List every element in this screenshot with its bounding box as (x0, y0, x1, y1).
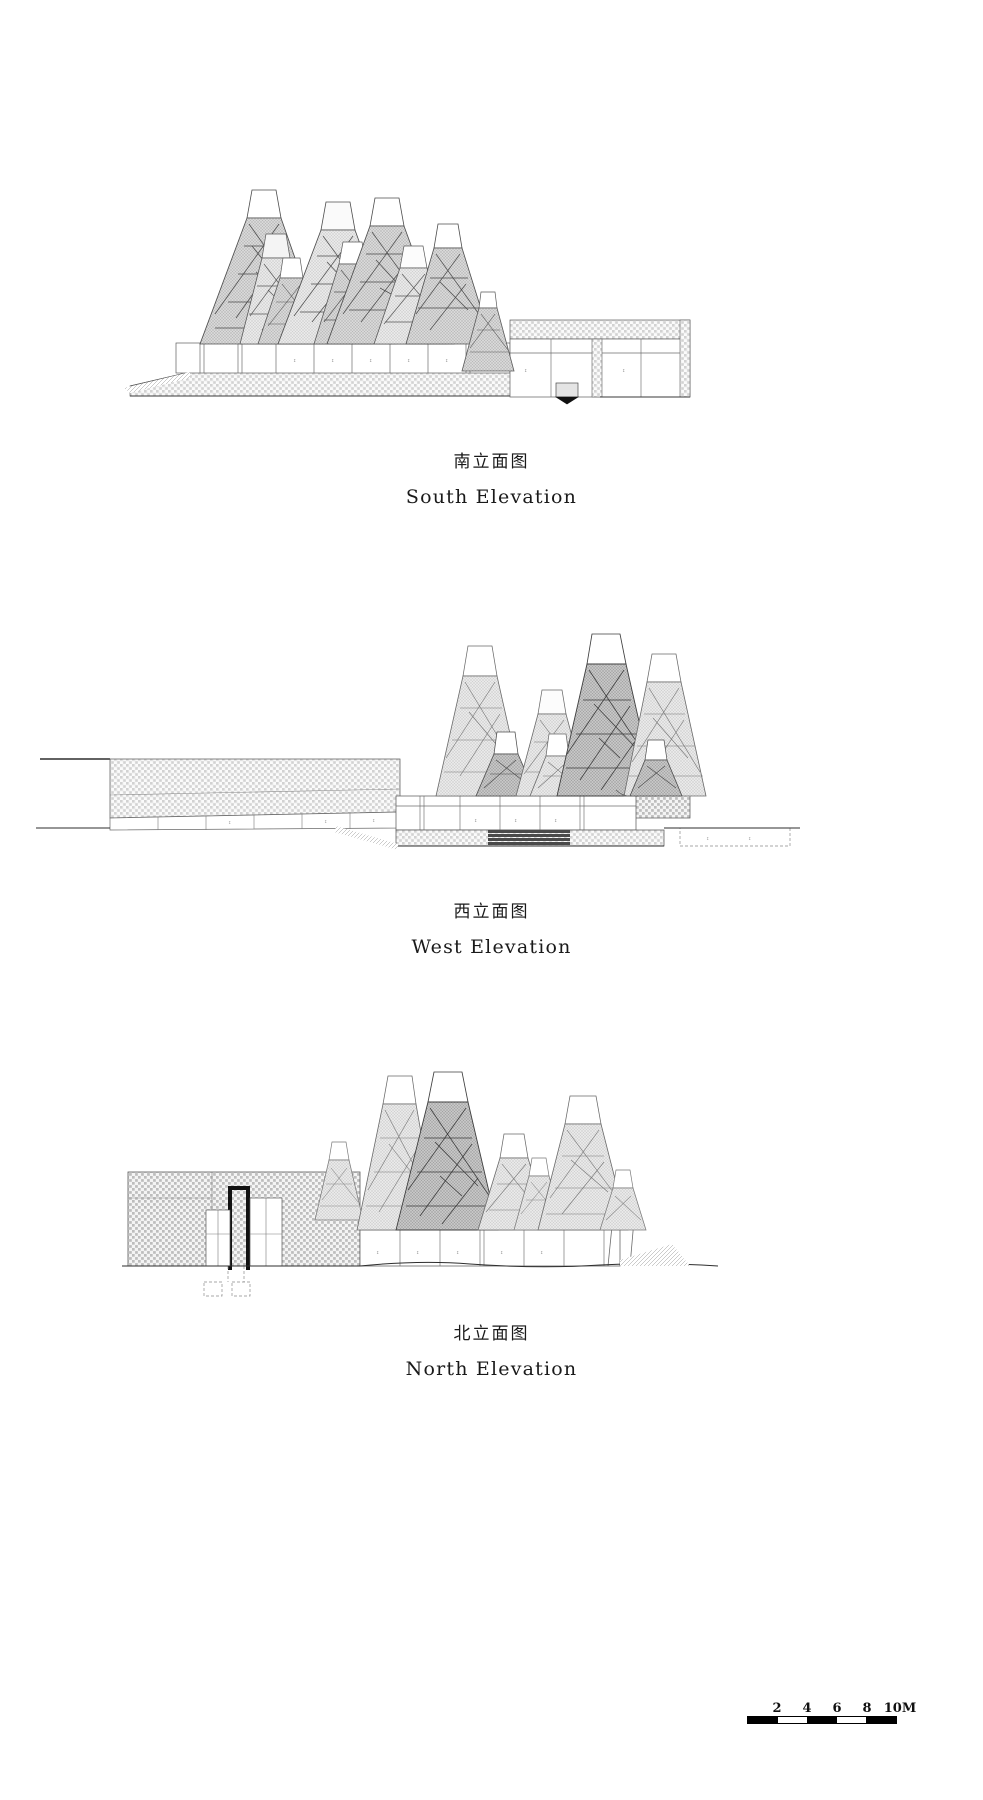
south-right-wing-pier (591, 338, 603, 398)
caption-south: 南立面图 South Elevation (0, 450, 983, 512)
svg-text:↕: ↕ (445, 358, 448, 363)
south-glazed-colonnade (175, 342, 511, 374)
west-ground-hatch (334, 826, 398, 850)
south-entry-canopy (555, 382, 579, 398)
scale-bar-segment-1 (748, 1717, 778, 1723)
cone-north-6 (537, 1095, 629, 1231)
svg-text:↕: ↕ (372, 818, 375, 823)
west-central-hall-glazing (395, 795, 637, 831)
svg-text:↕: ↕ (748, 836, 751, 841)
scale-bar-segment-5 (866, 1717, 896, 1723)
caption-west: 西立面图 West Elevation (0, 900, 983, 962)
west-left-symbols: ↕ ↕ ↕ (228, 818, 375, 825)
scale-bar-segment-2 (777, 1717, 808, 1723)
west-left-masonry-wing (109, 758, 401, 819)
west-left-wing-mullions (157, 813, 351, 830)
south-right-wing-end-pier (679, 319, 691, 398)
svg-text:↕: ↕ (500, 1250, 503, 1255)
north-base-mullions (399, 1230, 605, 1266)
west-cone-skirt (615, 789, 631, 797)
west-right-terrace (679, 827, 791, 847)
svg-text:↕: ↕ (416, 1250, 419, 1255)
svg-text:↕: ↕ (228, 820, 231, 825)
west-cone-cluster (435, 633, 707, 797)
west-entrance-steps (488, 830, 570, 845)
west-left-wing-course-line (109, 788, 401, 796)
scale-tick-10m: 10M (883, 1701, 917, 1716)
south-right-wing-mullions (510, 339, 680, 397)
north-glazed-base (359, 1229, 621, 1267)
south-door-symbols: ↕ ↕ ↕ ↕ ↕ (293, 358, 448, 363)
south-colonnade-mullions (199, 343, 471, 373)
cone-north-3 (395, 1071, 499, 1231)
caption-north-en: North Elevation (405, 1357, 578, 1380)
elevation-block-north: ↕ ↕ ↕ ↕ ↕ (0, 1050, 983, 1380)
scale-bar-segment-4 (836, 1717, 867, 1723)
svg-text:↕: ↕ (622, 368, 625, 373)
west-elevation-drawing: ↕↕↕ (0, 620, 983, 890)
scale-bar-graphic (747, 1716, 897, 1724)
svg-text:↕: ↕ (293, 358, 296, 363)
svg-text:↕: ↕ (369, 358, 372, 363)
svg-text:↕: ↕ (540, 1250, 543, 1255)
svg-text:↕: ↕ (331, 358, 334, 363)
scale-tick-6: 6 (832, 1701, 842, 1716)
svg-text:↕: ↕ (474, 818, 477, 823)
north-elevation-drawing: ↕ ↕ ↕ ↕ ↕ (0, 1050, 983, 1310)
south-entry-step (554, 396, 580, 405)
north-ground-hatch (620, 1244, 690, 1266)
cone-north-7 (599, 1169, 647, 1231)
caption-north-cn: 北立面图 (453, 1324, 530, 1344)
scale-bar-labels: 2 4 6 8 10M (747, 1700, 916, 1716)
svg-text:↕: ↕ (324, 819, 327, 824)
svg-text:↕: ↕ (706, 836, 709, 841)
svg-text:↕: ↕ (376, 1250, 379, 1255)
west-central-mullions (396, 796, 636, 830)
caption-south-en: South Elevation (405, 485, 578, 508)
cone-west-7 (629, 739, 683, 797)
caption-north: 北立面图 North Elevation (0, 1322, 983, 1384)
north-footing-dashes (203, 1266, 251, 1297)
south-cone-cluster (199, 189, 515, 372)
scale-tick-8: 8 (862, 1701, 872, 1716)
cone-south-9 (461, 291, 515, 372)
svg-text:↕: ↕ (514, 818, 517, 823)
south-right-wing-parapet (509, 319, 691, 340)
svg-text:↕: ↕ (554, 818, 557, 823)
north-cone-cluster (314, 1071, 647, 1231)
west-right-terrace-symbols: ↕↕ (706, 836, 751, 841)
south-elevation-drawing: ↕↕ ↕↕ ↕ ↕↕ (0, 150, 983, 440)
caption-south-cn: 南立面图 (453, 452, 530, 472)
west-central-symbols: ↕ ↕ ↕ (474, 818, 557, 823)
cone-north-1 (314, 1141, 364, 1221)
north-base-symbols: ↕ ↕ ↕ ↕ ↕ (376, 1250, 543, 1255)
svg-text:↕: ↕ (524, 368, 527, 373)
scale-bar: 2 4 6 8 10M (747, 1700, 916, 1724)
scale-tick-2: 2 (772, 1701, 782, 1716)
elevation-block-west: ↕↕↕ (0, 620, 983, 958)
south-ground-hatch (124, 372, 190, 393)
south-terrace-ramp-edge (129, 371, 191, 387)
elevation-block-south: ↕↕ ↕↕ ↕ ↕↕ (0, 150, 983, 508)
svg-text:↕: ↕ (456, 1250, 459, 1255)
scale-tick-4: 4 (802, 1701, 812, 1716)
svg-text:↕: ↕ (407, 358, 410, 363)
south-right-wing-symbols: ↕↕ (524, 368, 625, 373)
caption-west-cn: 西立面图 (453, 902, 530, 922)
scale-bar-segment-3 (807, 1717, 837, 1723)
caption-west-en: West Elevation (411, 935, 572, 958)
